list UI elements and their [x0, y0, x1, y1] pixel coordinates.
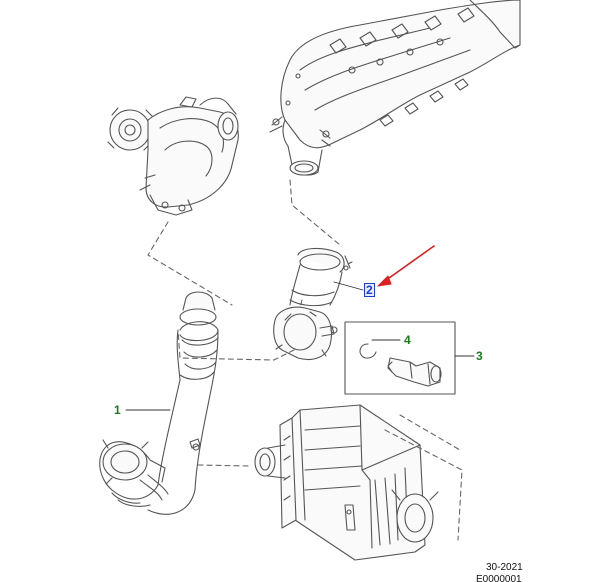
- callout-4[interactable]: 4: [404, 333, 411, 347]
- charge-air-cooler: [254, 404, 439, 561]
- callout-1[interactable]: 1: [114, 403, 121, 417]
- reference-code: E0000001: [476, 574, 522, 582]
- charge-air-hose: [99, 291, 219, 515]
- intake-manifold: [269, 0, 521, 176]
- callout-2[interactable]: 2: [364, 283, 375, 297]
- sensor-adapter-housing: [273, 306, 338, 361]
- callout-leaders: [125, 281, 475, 411]
- turbocharger: [107, 96, 239, 216]
- date-code: 30-2021: [486, 562, 523, 573]
- o-ring: [359, 343, 377, 359]
- callout-3[interactable]: 3: [476, 349, 483, 363]
- red-arrow-icon: [377, 245, 435, 287]
- throttle-elbow-hose: [289, 247, 353, 307]
- pressure-sensor: [387, 357, 442, 387]
- item-3-group-box: [344, 321, 456, 395]
- assembly-guide-lines: [147, 179, 463, 541]
